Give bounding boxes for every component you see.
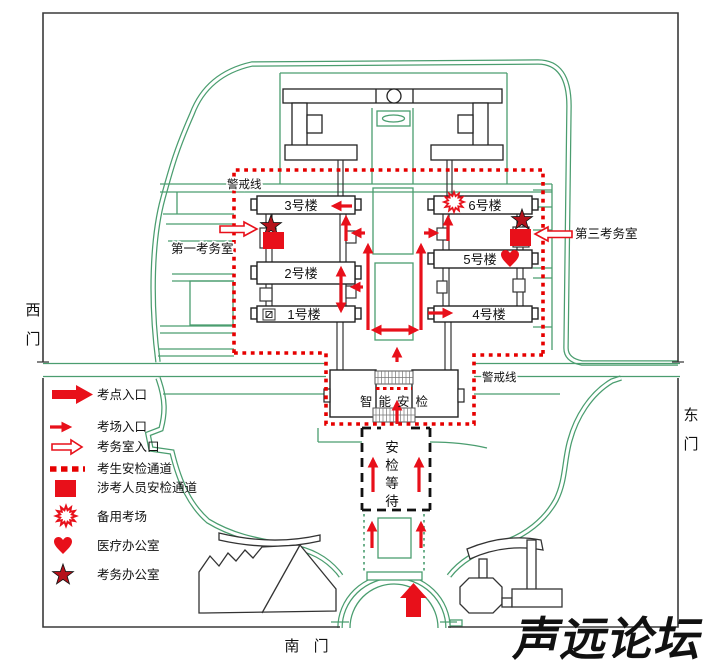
campus-outline [144,59,678,578]
legend-label: 考点入口 [97,388,147,402]
cordon-label-bottom: 警戒线 [482,370,517,384]
building-5-label: 5号楼 [463,252,496,267]
east-gate-label: 东 门 [683,407,698,453]
svg-text:安: 安 [385,440,399,455]
svg-text:待: 待 [385,494,399,509]
legend-label: 考务室入口 [97,439,160,454]
security-waiting-area [360,426,432,571]
office-star-icon [259,213,283,236]
legend-label: 考生安检通道 [97,461,173,476]
small-gate-icon [262,308,276,321]
cordon-line [232,168,545,426]
legend-label: 医疗办公室 [97,538,160,553]
office-star-icon [510,207,534,230]
legend-label: 涉考人员安检通道 [97,480,198,495]
map-border [37,12,684,628]
building-2 [256,261,356,285]
map-icons [259,189,534,267]
svg-text:东: 东 [683,407,698,424]
cordon-label-top: 警戒线 [227,177,262,191]
staff-channel-icon [263,232,284,249]
building-2-label: 2号楼 [284,266,317,281]
backup-room-starburst-icon [441,189,467,215]
staff-channel-icon [510,229,531,246]
building-1-label: 1号楼 [287,307,320,322]
building-3-label: 3号楼 [284,198,317,213]
svg-text:门: 门 [683,436,698,453]
queue-square [377,517,412,559]
south-gate-label: 南 门 [284,638,333,655]
building-3 [256,195,356,215]
building-1 [256,305,356,323]
legend-outline-arrow-icon [51,438,84,456]
labels: 警戒线 警戒线 3号楼 6号楼 2号楼 5号楼 1号楼 4号楼 第一考务室 第三… [25,176,698,656]
legend-square-icon [55,480,76,497]
svg-text:等: 等 [385,475,399,491]
north-building-complex [282,88,504,161]
watermark: 声远论坛 [510,613,709,664]
pavilion-roof [466,537,544,560]
smart-security-building [323,369,465,423]
rockery [198,532,337,614]
svg-text:检: 检 [385,458,399,473]
legend: 考点入口 考场入口 考务室入口 考生安检通道 涉考人员安检通道 备用考场 医疗办… [50,385,198,585]
pavilion [459,537,563,614]
building-6-label: 6号楼 [468,198,501,213]
smart-check-label: 智能安检 [360,394,434,409]
legend-label: 考场入口 [97,420,147,434]
office-entrance-arrow-east [533,225,573,243]
legend-label: 备用考场 [97,510,147,524]
legend-starburst-icon [53,503,79,529]
west-gate-label: 西 门 [25,302,40,348]
dome-circle [386,88,402,104]
site-entrance-arrow [400,583,427,617]
exam-buildings [250,195,539,323]
svg-text:西: 西 [25,302,40,319]
pavilion-octagon [459,577,503,614]
building-4-label: 4号楼 [472,307,505,322]
legend-star-icon [51,562,75,585]
legend-label: 考务办公室 [97,567,160,582]
first-office-label: 第一考务室 [171,241,234,256]
legend-heart-icon [54,537,72,554]
route-arrows [330,200,454,548]
office-entrance-arrow-west [219,220,259,238]
south-gate-arch [331,571,457,629]
svg-text:门: 门 [25,331,40,348]
third-office-label: 第三考务室 [575,226,638,241]
legend-thick-arrow-icon [52,385,93,404]
waiting-label: 安 检 等 待 [385,440,399,509]
medical-heart-icon [501,250,519,267]
rockery-roof [218,532,321,547]
